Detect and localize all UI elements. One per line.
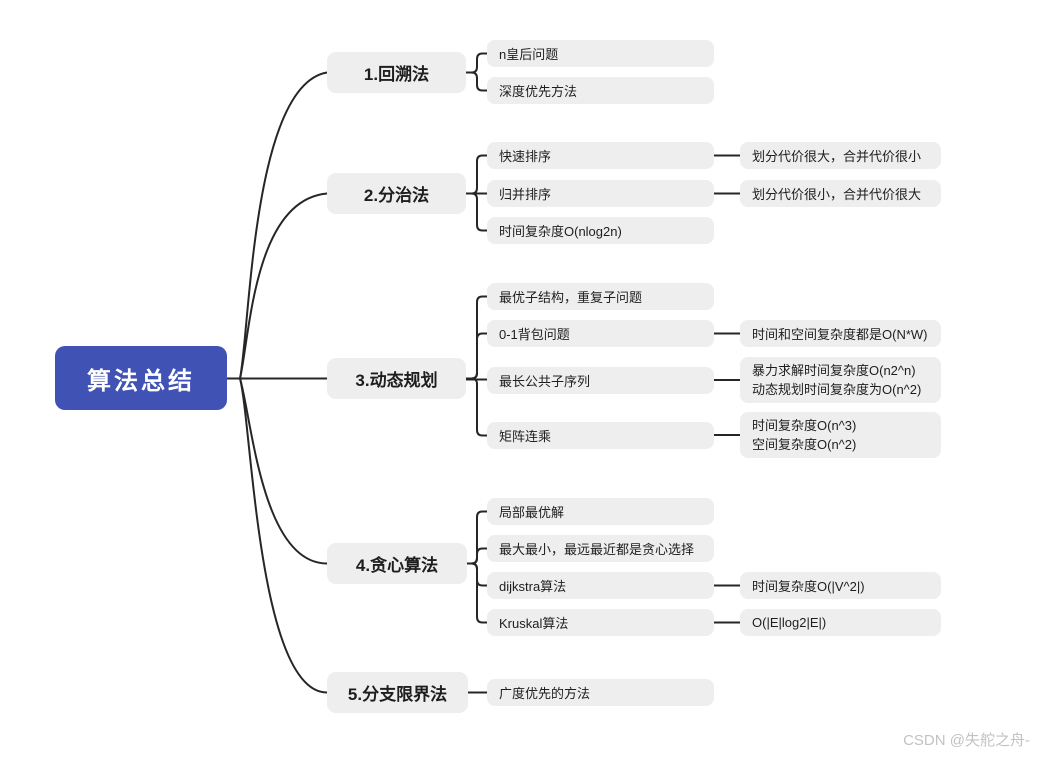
note-node[interactable]: O(|E|log2|E|) <box>740 609 941 636</box>
child-node[interactable]: 广度优先的方法 <box>487 679 714 706</box>
connector-root-branch2 <box>226 192 328 380</box>
note-line: 时间复杂度O(n^3) <box>752 418 857 433</box>
child-node[interactable]: 快速排序 <box>487 142 714 169</box>
branch-node-greedy[interactable]: 4.贪心算法 <box>327 543 467 584</box>
child-node[interactable]: 归并排序 <box>487 180 714 207</box>
child-node[interactable]: n皇后问题 <box>487 40 714 67</box>
child-node[interactable]: 最优子结构，重复子问题 <box>487 283 714 310</box>
watermark: CSDN @失舵之舟- <box>903 732 1030 749</box>
root-node[interactable]: 算法总结 <box>55 346 227 410</box>
child-node[interactable]: 深度优先方法 <box>487 77 714 104</box>
connector-b1-c2 <box>465 71 488 92</box>
connector-b3-c4 <box>465 377 488 437</box>
connector-b1-c1 <box>465 52 488 74</box>
note-node[interactable]: 划分代价很小，合并代价很大 <box>740 180 941 207</box>
connector-b2-c1 <box>465 154 488 195</box>
child-node[interactable]: Kruskal算法 <box>487 609 714 636</box>
note-node[interactable]: 时间复杂度O(|V^2|) <box>740 572 941 599</box>
note-node[interactable]: 暴力求解时间复杂度O(n2^n) 动态规划时间复杂度为O(n^2) <box>740 357 941 403</box>
child-node[interactable]: 局部最优解 <box>487 498 714 525</box>
note-line: 暴力求解时间复杂度O(n2^n) <box>752 363 916 378</box>
branch-node-branch-bound[interactable]: 5.分支限界法 <box>327 672 468 713</box>
note-line: 空间复杂度O(n^2) <box>752 437 857 452</box>
branch-node-backtracking[interactable]: 1.回溯法 <box>327 52 466 93</box>
note-node[interactable]: 时间和空间复杂度都是O(N*W) <box>740 320 941 347</box>
child-node[interactable]: 矩阵连乘 <box>487 422 714 449</box>
connector-b3-c2 <box>465 332 488 380</box>
branch-node-divide-conquer[interactable]: 2.分治法 <box>327 173 466 214</box>
branch-node-dynamic-programming[interactable]: 3.动态规划 <box>327 358 466 399</box>
child-node[interactable]: 最大最小，最远最近都是贪心选择 <box>487 535 714 562</box>
child-node[interactable]: 最长公共子序列 <box>487 367 714 394</box>
connector-root-branch5 <box>226 377 328 694</box>
child-node[interactable]: 0-1背包问题 <box>487 320 714 347</box>
child-node[interactable]: dijkstra算法 <box>487 572 714 599</box>
note-node[interactable]: 划分代价很大，合并代价很小 <box>740 142 941 169</box>
connector-root-branch4 <box>226 377 328 565</box>
child-node[interactable]: 时间复杂度O(nlog2n) <box>487 217 714 244</box>
note-line: 动态规划时间复杂度为O(n^2) <box>752 382 922 397</box>
note-node[interactable]: 时间复杂度O(n^3) 空间复杂度O(n^2) <box>740 412 941 458</box>
connector-root-branch1 <box>226 71 328 380</box>
connector-b4-c4 <box>465 562 488 624</box>
connector-b2-c3 <box>465 192 488 232</box>
